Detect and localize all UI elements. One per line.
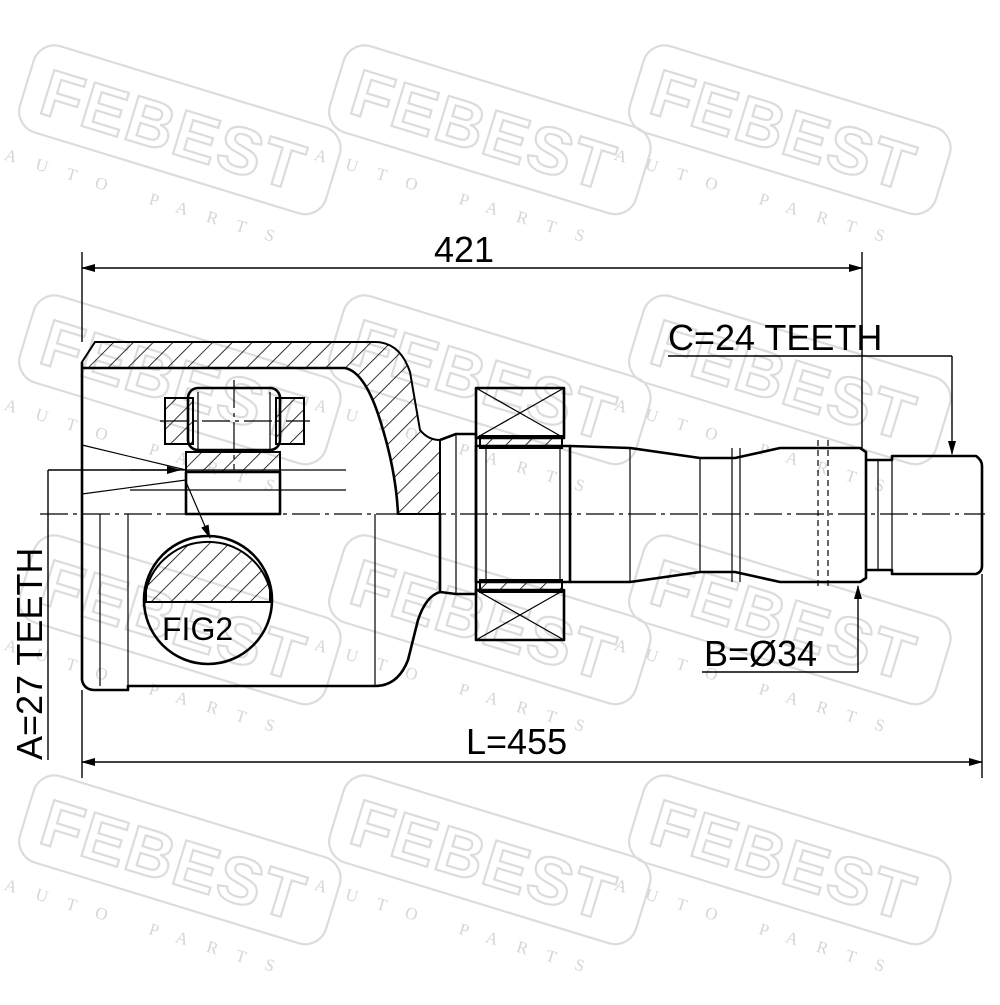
- dimension-l-455: L=455: [81, 574, 983, 778]
- dimension-label-b-diameter: B=Ø34: [704, 633, 817, 674]
- hub-line: [81, 479, 187, 495]
- watermark-tile: FEBEST AUTO PARTS: [612, 774, 952, 982]
- dimension-label-421: 421: [434, 229, 494, 270]
- tripod-roller-assembly: [81, 380, 346, 516]
- watermark-tile: FEBEST AUTO PARTS: [2, 44, 342, 252]
- seal-ring-cross: [475, 589, 565, 641]
- watermark-tile: FEBEST AUTO PARTS: [312, 44, 652, 252]
- housing-inner-cavity: [82, 366, 400, 515]
- fig2-detail: FIG2: [142, 481, 274, 666]
- seal-ring-body: [474, 444, 572, 584]
- seal-ring-cross: [475, 387, 565, 439]
- watermark-tile: FEBEST AUTO PARTS: [312, 774, 652, 982]
- watermark-tile: FEBEST AUTO PARTS: [312, 534, 652, 742]
- dimension-421: 421: [81, 229, 863, 448]
- watermark-tile: FEBEST AUTO PARTS: [612, 44, 952, 252]
- dimension-label-a-teeth: A=27 TEETH: [9, 548, 50, 760]
- watermark-tile: FEBEST AUTO PARTS: [2, 774, 342, 982]
- watermark-tile: FEBEST AUTO PARTS: [312, 294, 652, 502]
- drive-shaft: [439, 386, 984, 642]
- fig2-hatched-segment: [145, 540, 271, 603]
- dimension-label-l-455: L=455: [466, 721, 567, 762]
- spider-hub: [184, 470, 282, 516]
- fig2-leader: [185, 481, 211, 539]
- hub-line: [81, 444, 187, 471]
- housing-outer-lower: [80, 514, 442, 692]
- fig2-label: FIG2: [162, 611, 233, 647]
- spider-hub-section: [185, 451, 281, 473]
- dimension-b-diameter: B=Ø34: [702, 585, 862, 674]
- shaft-main: [569, 444, 868, 584]
- joint-housing: [80, 341, 442, 692]
- dimension-a-teeth: A=27 TEETH: [9, 466, 181, 760]
- spline-end: [866, 454, 984, 576]
- dimension-c-teeth: C=24 TEETH: [668, 317, 956, 455]
- dimension-label-c-teeth: C=24 TEETH: [668, 317, 882, 358]
